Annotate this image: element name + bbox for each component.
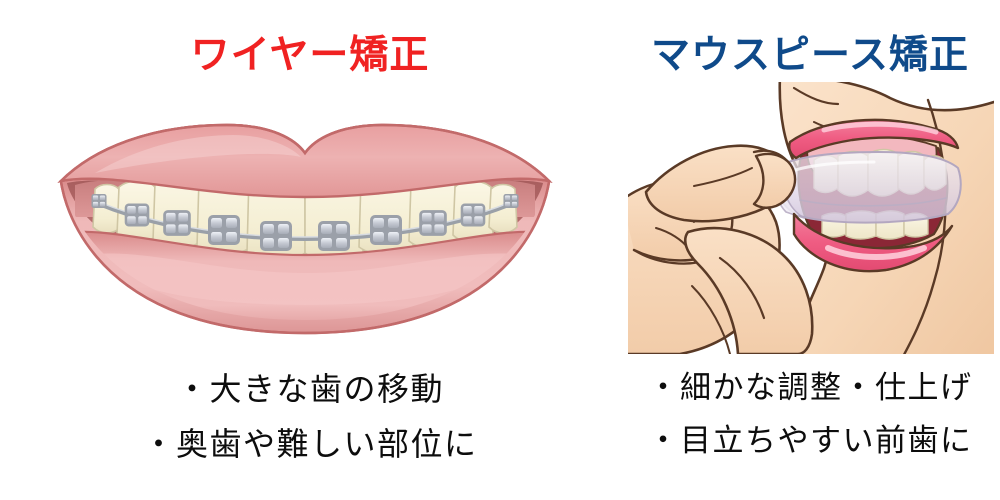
nose-base-line bbox=[792, 86, 840, 106]
bracket bbox=[318, 221, 350, 251]
bracket bbox=[419, 210, 447, 236]
thumb-crease bbox=[718, 256, 766, 320]
bullets-wire-braces: ・大きな歯の移動 ・奥歯や難しい部位に bbox=[0, 362, 620, 472]
pressing-fingertip bbox=[752, 152, 797, 209]
illustration-hand-inserting-aligner bbox=[628, 82, 994, 354]
lower-lip-highlight bbox=[85, 253, 525, 305]
lips-outline bbox=[59, 123, 551, 335]
bracket bbox=[370, 215, 402, 245]
column-wire-braces: ワイヤー矯正 bbox=[0, 33, 620, 472]
title-clear-aligner: マウスピース矯正 bbox=[650, 33, 970, 78]
bracket bbox=[124, 203, 150, 227]
lower-lip-shine bbox=[825, 245, 927, 260]
brackets-group bbox=[91, 194, 519, 251]
bullet-item: ・細かな調整・仕上げ bbox=[647, 370, 973, 406]
upper-lip-highlight bbox=[95, 135, 301, 173]
bracket-end bbox=[91, 194, 107, 208]
bullet-item: ・大きな歯の移動 bbox=[175, 370, 444, 408]
illustration-mouth-with-braces bbox=[55, 105, 555, 340]
column-clear-aligner: マウスピース矯正 bbox=[620, 0, 1000, 500]
thumb-crease2 bbox=[691, 285, 731, 354]
bracket bbox=[260, 221, 292, 251]
bullet-item: ・奥歯や難しい部位に bbox=[142, 425, 478, 464]
bracket bbox=[163, 210, 191, 236]
aligner-ridge bbox=[799, 197, 947, 207]
title-wire-braces: ワイヤー矯正 bbox=[190, 33, 430, 78]
lower-lip bbox=[792, 212, 954, 273]
bracket-end bbox=[503, 194, 519, 208]
bullet-item: ・目立ちやすい前歯に bbox=[647, 423, 973, 460]
upper-lip-shine bbox=[821, 121, 939, 135]
index-crease bbox=[693, 167, 753, 187]
bullets-clear-aligner: ・細かな調整・仕上げ ・目立ちやすい前歯に bbox=[620, 362, 1000, 469]
thumb bbox=[684, 226, 814, 354]
bracket bbox=[208, 215, 240, 245]
face-jaw-line bbox=[903, 98, 947, 354]
bracket bbox=[460, 203, 486, 227]
